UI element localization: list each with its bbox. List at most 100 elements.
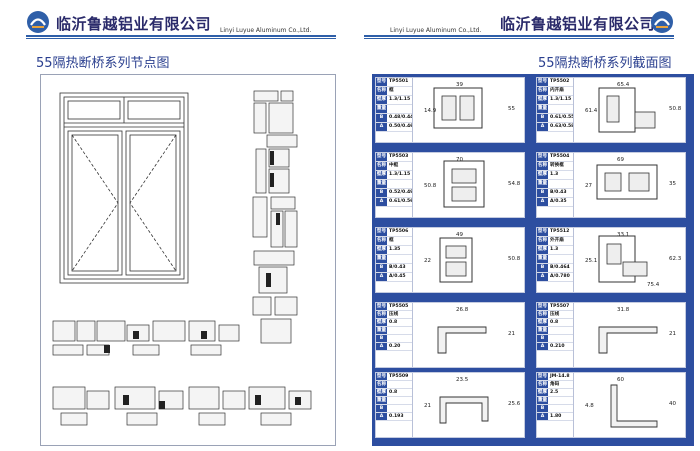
spec-key: 名称 xyxy=(376,381,387,388)
spec-value: 0.63/0.58 xyxy=(550,124,573,129)
spec-key: B xyxy=(376,264,387,272)
profile-section-drawing: 33.162.325.175.4 xyxy=(585,232,682,288)
spec-value: 外开扇 xyxy=(550,238,564,243)
node-drawing-panel xyxy=(40,74,336,446)
spec-row-weight: 重量 xyxy=(537,255,573,264)
dimension-label: 27 xyxy=(585,183,592,189)
spec-key: 重量 xyxy=(537,255,548,263)
spec-value: TP5501 xyxy=(389,79,409,84)
spec-key: 型号 xyxy=(376,373,387,380)
spec-key: 名称 xyxy=(537,311,548,318)
header-left: 临沂鲁越铝业有限公司 Linyi Luyue Aluminum Co.,Ltd. xyxy=(0,0,350,42)
right-section-title: 55隔热断桥系列截面图 xyxy=(538,56,672,71)
spec-key: B xyxy=(537,405,548,412)
spec-key: A xyxy=(376,273,387,281)
spec-value xyxy=(548,397,573,404)
spec-key: 壁厚 xyxy=(537,389,548,396)
spec-row-name: 名称外开扇 xyxy=(537,237,573,246)
spec-key: A xyxy=(537,413,548,420)
spec-key: 重量 xyxy=(376,105,387,113)
spec-row-name: 名称压线 xyxy=(376,311,412,319)
window-frame xyxy=(59,92,189,284)
spec-value: TP5502 xyxy=(550,79,570,84)
spec-key: 名称 xyxy=(376,311,387,318)
profile-section-drawing: 26.821 xyxy=(437,307,515,354)
spec-key: 名称 xyxy=(537,162,548,170)
company-name-en-right: Linyi Luyue Aluminum Co.,Ltd. xyxy=(390,27,482,34)
spec-value: 内开扇 xyxy=(550,88,564,93)
dimension-label: 4.8 xyxy=(585,403,594,409)
spec-value xyxy=(548,327,573,334)
dimension-label: 60 xyxy=(617,377,624,383)
vertical-section xyxy=(252,90,298,344)
spec-value: B/0.43 xyxy=(550,190,567,195)
spec-value: 1.3 xyxy=(550,172,559,177)
right-sash xyxy=(125,130,181,276)
spec-key: 型号 xyxy=(537,373,548,380)
spec-value: 压线 xyxy=(389,312,399,317)
spec-value: TP5504 xyxy=(550,154,570,159)
spec-row-weight: 重量 xyxy=(537,105,573,114)
dimension-label: 14.9 xyxy=(424,108,437,114)
spec-value: A/0.35 xyxy=(550,199,567,204)
spec-key: 名称 xyxy=(537,237,548,245)
dimension-label: 69 xyxy=(617,157,624,163)
spec-row-name: 名称转换框 xyxy=(537,162,573,171)
dimension-label: 21 xyxy=(508,331,515,337)
spec-row-weight: 重量 xyxy=(376,180,412,189)
spec-key: A xyxy=(537,198,548,206)
dimension-label: 50.8 xyxy=(508,256,521,262)
header-right: Linyi Luyue Aluminum Co.,Ltd. 临沂鲁越铝业有限公司 xyxy=(350,0,700,42)
spec-key: A xyxy=(537,273,548,281)
spec-value xyxy=(548,180,573,188)
horizontal-section-top xyxy=(52,320,240,356)
spec-key: A xyxy=(376,123,387,131)
spec-row-name: 名称框 xyxy=(376,87,412,96)
dimension-label: 50.8 xyxy=(669,106,682,112)
spec-key: 型号 xyxy=(376,228,387,236)
spec-value xyxy=(387,335,412,342)
left-sash xyxy=(67,130,123,276)
spec-key: A xyxy=(537,123,548,131)
spec-value: TP5507 xyxy=(550,304,570,309)
spec-row-b: B0.61/0.559 xyxy=(537,114,573,123)
left-section-title: 55隔热断桥系列节点图 xyxy=(36,56,170,71)
section-card-tp5502: 型号TP5502名称内开扇壁厚1.3/1.15重量B0.61/0.559A0.6… xyxy=(536,77,686,143)
spec-key: 壁厚 xyxy=(537,246,548,254)
dimension-label: 75.4 xyxy=(647,282,660,288)
spec-value: 压线 xyxy=(550,312,560,317)
spec-row-weight: 重量 xyxy=(376,327,412,335)
company-name-en: Linyi Luyue Aluminum Co.,Ltd. xyxy=(220,27,312,34)
spec-value: 0.8 xyxy=(389,320,398,325)
dimension-label: 70 xyxy=(456,157,463,163)
spec-key: 壁厚 xyxy=(376,96,387,104)
spec-value: 0.48/0.44 xyxy=(389,115,412,120)
spec-key: 型号 xyxy=(376,153,387,161)
spec-value xyxy=(387,405,412,412)
profile-section-drawing: 31.821 xyxy=(598,307,676,354)
dimension-label: 61.4 xyxy=(585,108,598,114)
spec-value: 1.3/1.15 xyxy=(389,172,411,177)
node-drawing xyxy=(52,90,312,426)
spec-value: 0.8 xyxy=(550,320,559,325)
spec-value xyxy=(387,327,412,334)
